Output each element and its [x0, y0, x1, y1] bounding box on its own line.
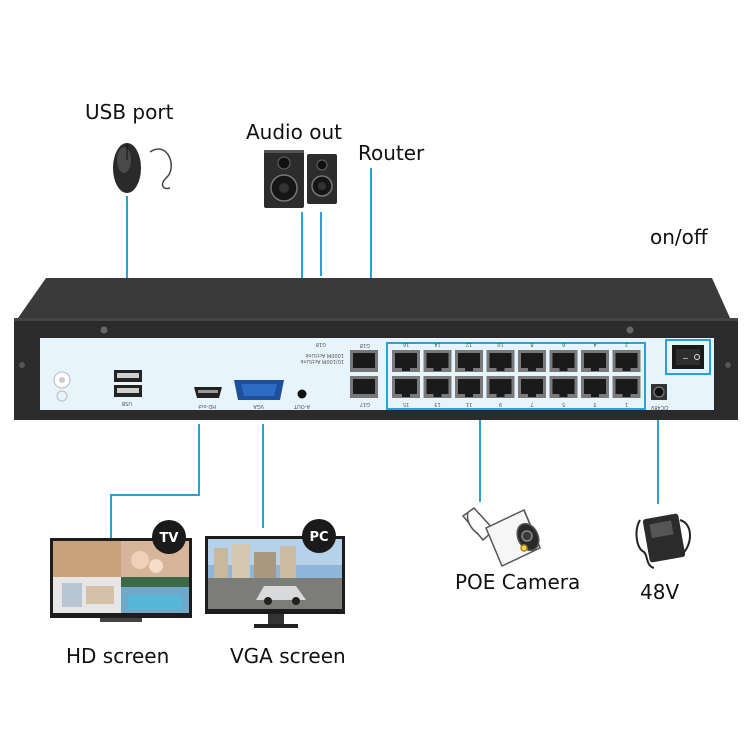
poe-port: [549, 350, 578, 372]
vga-port: [234, 380, 284, 400]
poe-port: [612, 350, 641, 372]
audio-out-label: Audio out: [246, 120, 342, 144]
poe-port: [392, 350, 420, 372]
poe-port-number: 10: [497, 341, 503, 347]
poe-port-number: 5: [562, 401, 565, 407]
svg-text:−: −: [682, 354, 689, 363]
dc-port-text: DC48V: [650, 404, 668, 410]
poe-port-number: 12: [466, 341, 472, 347]
poe-port: [423, 376, 452, 398]
poe-port-number: 11: [466, 401, 472, 407]
reset-icon: [53, 371, 71, 402]
audio-jack: [297, 389, 307, 399]
vga-wire: [262, 424, 264, 528]
pc-monitor-icon: [205, 519, 345, 628]
poe-port-number: 7: [530, 401, 533, 407]
poe-wire: [479, 410, 481, 502]
hdmi-wire-horizontal: [110, 494, 200, 496]
usb-port-label: USB port: [85, 100, 174, 124]
uplink-top-label: G18: [360, 342, 370, 348]
poe-port-number: 1: [625, 401, 628, 407]
hdmi-wire-vertical: [198, 424, 200, 496]
poe-port-number: 9: [499, 401, 502, 407]
poe-port: [455, 350, 483, 372]
uplink-bottom-label: G17: [360, 401, 370, 407]
poe-port-number: 2: [625, 341, 628, 347]
vga-port-text: VGA: [253, 403, 264, 409]
poe-port: [423, 350, 452, 372]
hdmi-port-text: HD-out: [198, 403, 216, 409]
poe-port: [486, 376, 515, 398]
poe-port: [581, 350, 609, 372]
poe-port-number: 3: [593, 401, 596, 407]
dc-jack: [651, 384, 667, 400]
poe-port: [455, 376, 483, 398]
poe-camera-label: POE Camera: [455, 570, 581, 594]
poe-port-number: 6: [562, 341, 565, 347]
poe-port: [581, 376, 609, 398]
poe-port-number: 16: [403, 341, 409, 347]
poe-port-number: 15: [403, 401, 409, 407]
poe-ports: 16 14 12 10 8 6 4 2 15 13 11 9 7 5 3 1: [392, 341, 641, 407]
speed-legend-2: 10/100M Act/Link: [300, 358, 344, 364]
hdmi-port: [194, 387, 222, 398]
usb-ports: [114, 370, 142, 397]
on-off-label: on/off: [650, 225, 708, 249]
uplink-top-text: G18: [316, 341, 326, 347]
poe-port-number: 8: [530, 341, 533, 347]
speed-legend-1: 1000M Act/Link: [305, 352, 344, 358]
poe-port: [518, 376, 546, 398]
poe-port: [518, 350, 546, 372]
poe-port: [549, 376, 578, 398]
power-adapter-icon: [635, 513, 691, 569]
vga-screen-label: VGA screen: [230, 644, 346, 668]
router-wire: [370, 168, 372, 348]
hd-screen-label: HD screen: [66, 644, 170, 668]
poe-port: [486, 350, 515, 372]
audio-port-text: A-OUT: [293, 403, 310, 409]
usb-port-text: USB: [121, 400, 132, 406]
power-switch: −: [665, 339, 711, 375]
router-label: Router: [358, 141, 425, 165]
tv-badge: TV: [160, 531, 179, 546]
power-supply-label: 48V: [640, 580, 680, 604]
poe-port-group: [386, 342, 646, 410]
poe-port-number: 14: [434, 341, 440, 347]
poe-port-number: 13: [434, 401, 440, 407]
hdmi-wire-down: [110, 494, 112, 540]
mouse-icon: [113, 143, 172, 193]
camera-icon: [461, 506, 541, 568]
poe-port-number: 4: [593, 341, 596, 347]
audio-wire-right: [320, 212, 322, 276]
poe-port: [612, 376, 641, 398]
uplink-ports: [350, 350, 378, 398]
pc-badge: PC: [309, 530, 328, 545]
tv-monitor-icon: [50, 520, 192, 622]
speakers-icon: [264, 150, 337, 208]
power-switch-icon: [681, 252, 693, 278]
poe-port: [392, 376, 420, 398]
dc-wire: [657, 412, 659, 504]
